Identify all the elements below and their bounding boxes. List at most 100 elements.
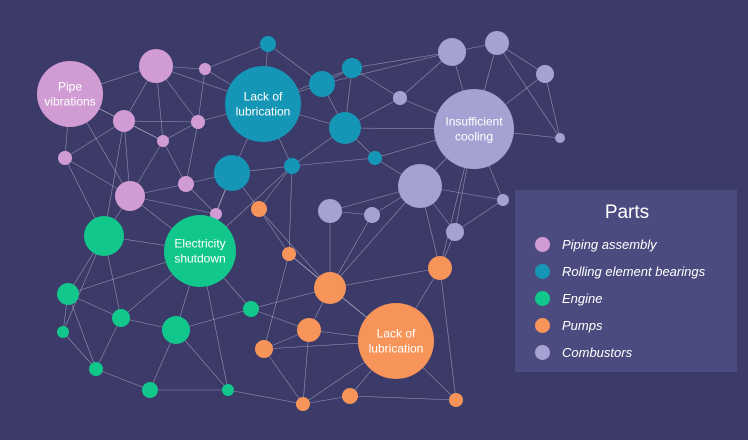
graph-edge bbox=[329, 185, 421, 289]
graph-edge bbox=[162, 140, 187, 185]
graph-edge bbox=[258, 208, 331, 289]
legend-item-label: Pumps bbox=[562, 318, 603, 333]
graph-node-p4[interactable] bbox=[157, 135, 169, 147]
graph-edge bbox=[67, 293, 97, 370]
legend-item-rolling-element-bearings[interactable]: Rolling element bearings bbox=[535, 264, 719, 279]
legend-item-combustors[interactable]: Combustors bbox=[535, 345, 719, 360]
graph-node-c2[interactable] bbox=[485, 31, 509, 55]
graph-node-o8[interactable] bbox=[428, 256, 452, 280]
graph-edge bbox=[351, 51, 453, 69]
graph-node-g3[interactable] bbox=[112, 309, 130, 327]
graph-node-c1[interactable] bbox=[438, 38, 466, 66]
graph-edge bbox=[62, 331, 97, 370]
graph-node-g7[interactable] bbox=[142, 382, 158, 398]
legend-swatch-rolling-element-bearings bbox=[535, 264, 550, 279]
graph-node-c9[interactable] bbox=[497, 194, 509, 206]
legend-title: Parts bbox=[604, 202, 650, 223]
graph-edge bbox=[258, 165, 293, 210]
graph-edge bbox=[439, 267, 457, 401]
legend-swatch-pumps bbox=[535, 318, 550, 333]
graph-node-t2[interactable] bbox=[309, 71, 335, 97]
graph-edge bbox=[263, 253, 290, 350]
graph-node-p5[interactable] bbox=[191, 115, 205, 129]
graph-node-p2[interactable] bbox=[113, 110, 135, 132]
graph-node-g4[interactable] bbox=[162, 316, 190, 344]
graph-node-p0[interactable] bbox=[37, 61, 103, 127]
graph-node-g5[interactable] bbox=[243, 301, 259, 317]
graph-node-g2[interactable] bbox=[57, 283, 79, 305]
graph-edge bbox=[227, 389, 304, 405]
legend-panel: Parts Piping assembly Rolling element be… bbox=[515, 190, 737, 372]
graph-node-o0[interactable] bbox=[358, 303, 434, 379]
graph-edge bbox=[302, 329, 310, 405]
graph-node-p1[interactable] bbox=[139, 49, 173, 83]
graph-edge bbox=[95, 368, 151, 391]
graph-node-t5[interactable] bbox=[214, 155, 250, 191]
graph-node-o2[interactable] bbox=[251, 201, 267, 217]
graph-node-o3[interactable] bbox=[282, 247, 296, 261]
graph-edge bbox=[496, 42, 561, 139]
graph-node-t6[interactable] bbox=[284, 158, 300, 174]
graph-node-c8[interactable] bbox=[446, 223, 464, 241]
graph-edge bbox=[544, 73, 561, 139]
legend-item-engine[interactable]: Engine bbox=[535, 291, 719, 306]
graph-edge bbox=[185, 121, 199, 185]
graph-edge bbox=[349, 395, 457, 401]
graph-node-p6[interactable] bbox=[58, 151, 72, 165]
legend-item-label: Piping assembly bbox=[562, 237, 657, 252]
graph-edge bbox=[258, 208, 290, 255]
graph-node-p3[interactable] bbox=[199, 63, 211, 75]
graph-node-o6[interactable] bbox=[342, 388, 358, 404]
graph-node-c5[interactable] bbox=[393, 91, 407, 105]
graph-node-g8[interactable] bbox=[57, 326, 69, 338]
graph-edge bbox=[263, 348, 304, 405]
legend-item-label: Combustors bbox=[562, 345, 633, 360]
graph-node-t7[interactable] bbox=[368, 151, 382, 165]
graph-edge bbox=[197, 68, 206, 123]
graph-node-c3[interactable] bbox=[536, 65, 554, 83]
legend-swatch-engine bbox=[535, 291, 550, 306]
graph-node-g9[interactable] bbox=[222, 384, 234, 396]
graph-edge bbox=[291, 157, 376, 167]
graph-node-t3[interactable] bbox=[342, 58, 362, 78]
graph-node-o5[interactable] bbox=[255, 340, 273, 358]
graph-node-c4[interactable] bbox=[398, 164, 442, 208]
graph-node-c7[interactable] bbox=[364, 207, 380, 223]
graph-node-g1[interactable] bbox=[84, 216, 124, 256]
graph-edge bbox=[123, 120, 199, 123]
graph-edge bbox=[454, 199, 504, 233]
graph-node-c0[interactable] bbox=[434, 89, 514, 169]
legend-item-pumps[interactable]: Pumps bbox=[535, 318, 719, 333]
graph-node-t0[interactable] bbox=[225, 66, 301, 142]
graph-edge bbox=[95, 317, 122, 370]
graph-node-t4[interactable] bbox=[329, 112, 361, 144]
graph-node-p9[interactable] bbox=[210, 208, 222, 220]
graph-node-o4[interactable] bbox=[297, 318, 321, 342]
graph-node-o7[interactable] bbox=[296, 397, 310, 411]
graph-node-g6[interactable] bbox=[89, 362, 103, 376]
legend-swatch-combustors bbox=[535, 345, 550, 360]
graph-node-p7[interactable] bbox=[115, 181, 145, 211]
legend-swatch-piping-assembly bbox=[535, 237, 550, 252]
graph-node-p8[interactable] bbox=[178, 176, 194, 192]
graph-edge bbox=[321, 51, 453, 85]
graph-node-o1[interactable] bbox=[314, 272, 346, 304]
graph-node-c6[interactable] bbox=[318, 199, 342, 223]
legend-item-label: Rolling element bearings bbox=[562, 264, 706, 279]
graph-node-g0[interactable] bbox=[164, 215, 236, 287]
graph-node-t1[interactable] bbox=[260, 36, 276, 52]
graph-edge bbox=[329, 267, 441, 289]
graph-node-c10[interactable] bbox=[555, 133, 565, 143]
legend-item-piping-assembly[interactable]: Piping assembly bbox=[535, 237, 719, 252]
legend-item-label: Engine bbox=[562, 291, 603, 306]
graph-edge bbox=[64, 120, 125, 159]
graph-node-o9[interactable] bbox=[449, 393, 463, 407]
graph-edge bbox=[204, 43, 269, 70]
